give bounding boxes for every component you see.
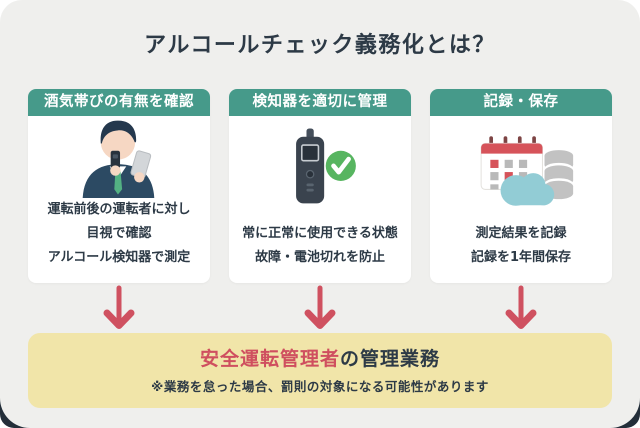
page-title: アルコールチェック義務化とは？ — [144, 33, 496, 58]
person-breathalyzer-phone-icon — [82, 120, 155, 198]
down-arrow-icon — [304, 285, 336, 329]
driver-visual-check-illustration — [28, 116, 210, 198]
summary-title: 安全運転管理者の管理業務 — [36, 344, 604, 371]
card-record-save-text: 測定結果を記録 記録を1年間保存 — [430, 222, 612, 283]
text-line: 記録を1年間保存 — [470, 249, 572, 265]
summary-title-rest: の管理業務 — [340, 348, 441, 370]
down-arrow-icon — [103, 285, 135, 329]
summary-note: ※業務を怠った場合、罰則の対象になる可能性があります — [151, 379, 489, 394]
summary-banner: 安全運転管理者の管理業務 ※業務を怠った場合、罰則の対象になる可能性があります — [28, 333, 612, 408]
arrow-cell — [430, 283, 612, 333]
text-line: 運転前後の運転者に対し — [47, 201, 191, 217]
cards-row: 酒気帯びの有無を確認 — [0, 89, 640, 283]
breathalyzer-check-icon — [296, 128, 356, 204]
calendar-cloud-database-icon — [480, 136, 574, 206]
arrow-cell — [28, 283, 210, 333]
text-line: 常に正常に使用できる状態 — [242, 225, 398, 241]
card-visual-check-header: 酒気帯びの有無を確認 — [28, 89, 210, 116]
arrow-cell — [229, 283, 411, 333]
text-line: 目視で確認 — [86, 225, 152, 241]
text-line: アルコール検知器で測定 — [47, 249, 191, 265]
card-device-management: 検知器を適切に管理 — [229, 89, 411, 283]
breathalyzer-ok-illustration — [229, 116, 411, 222]
card-record-save: 記録・保存 — [430, 89, 612, 283]
card-device-management-text: 常に正常に使用できる状態 故障・電池切れを防止 — [229, 222, 411, 283]
card-visual-check: 酒気帯びの有無を確認 — [28, 89, 210, 283]
card-visual-check-text: 運転前後の運転者に対し 目視で確認 アルコール検知器で測定 — [28, 198, 210, 283]
arrows-row — [0, 283, 640, 333]
summary-title-highlight: 安全運転管理者 — [199, 348, 340, 370]
card-device-management-header: 検知器を適切に管理 — [229, 89, 411, 116]
card-record-save-header: 記録・保存 — [430, 89, 612, 116]
text-line: 故障・電池切れを防止 — [254, 249, 385, 265]
record-save-illustration — [430, 116, 612, 222]
down-arrow-icon — [505, 285, 537, 329]
text-line: 測定結果を記録 — [475, 225, 567, 241]
